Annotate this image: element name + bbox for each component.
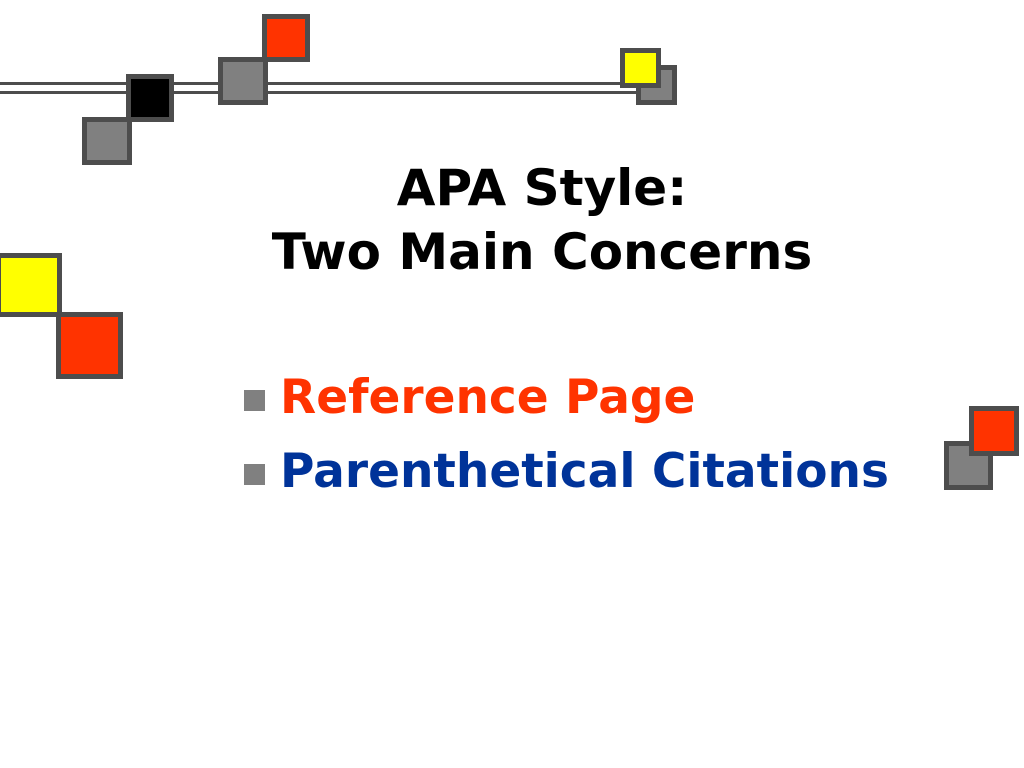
decorative-line-bottom [0,91,648,94]
decorative-line-top [0,82,648,85]
decorative-square-black [126,74,174,122]
square-bullet-icon [244,390,265,411]
decorative-square-red [969,406,1019,456]
slide-title-line-2: Two Main Concerns [271,223,813,281]
slide-title-line-1: APA Style: [396,159,688,217]
decorative-square-yellow [620,48,661,88]
decorative-square-red [262,14,310,62]
decorative-square-red [56,312,123,379]
bullet-text-reference-page: Reference Page [280,370,696,425]
decorative-square-gray [82,117,132,165]
decorative-square-gray [218,57,268,105]
square-bullet-icon [244,464,265,485]
bullet-text-parenthetical-citations: Parenthetical Citations [280,444,889,499]
slide-title: APA Style: Two Main Concerns [180,156,904,284]
decorative-square-yellow [0,253,62,317]
